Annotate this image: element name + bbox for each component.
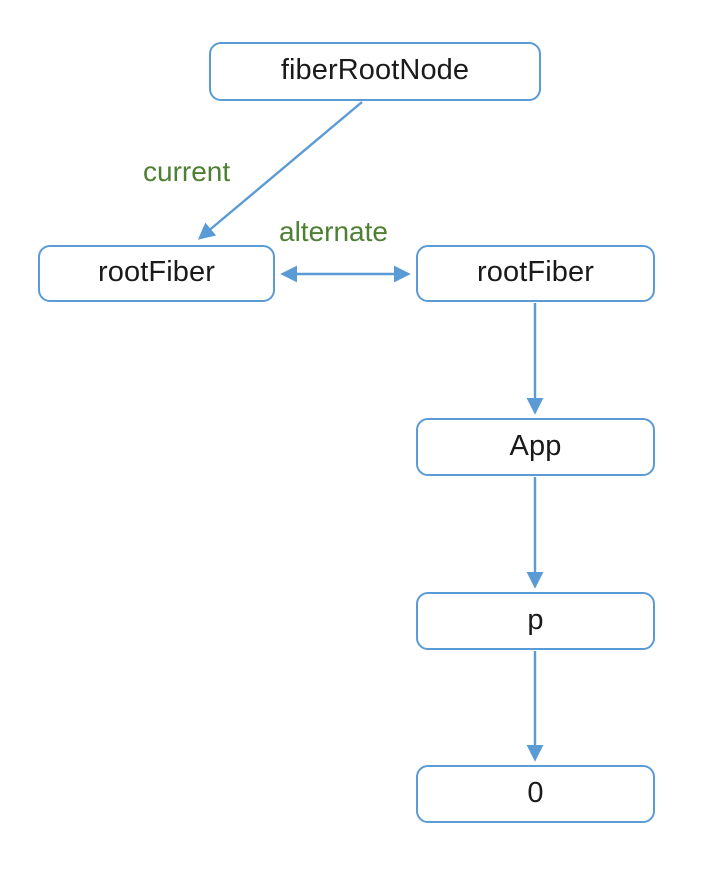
node-fiber-root-node[interactable]: fiberRootNode: [209, 42, 541, 101]
edge-label-current: current: [143, 156, 231, 187]
node-text-zero[interactable]: 0: [416, 765, 655, 823]
node-root-fiber-current-label: rootFiber: [98, 256, 215, 288]
node-app[interactable]: App: [416, 418, 655, 476]
node-p[interactable]: p: [416, 592, 655, 650]
node-root-fiber-work-in-progress[interactable]: rootFiber: [416, 245, 655, 302]
node-p-label: p: [527, 603, 544, 636]
node-root-fiber-work-in-progress-label: rootFiber: [477, 256, 594, 288]
node-root-fiber-current[interactable]: rootFiber: [38, 245, 275, 302]
node-fiber-root-node-label: fiberRootNode: [280, 54, 470, 86]
node-app-label: App: [509, 429, 562, 462]
node-text-zero-label: 0: [527, 776, 544, 809]
edge-label-alternate: alternate: [279, 216, 388, 247]
